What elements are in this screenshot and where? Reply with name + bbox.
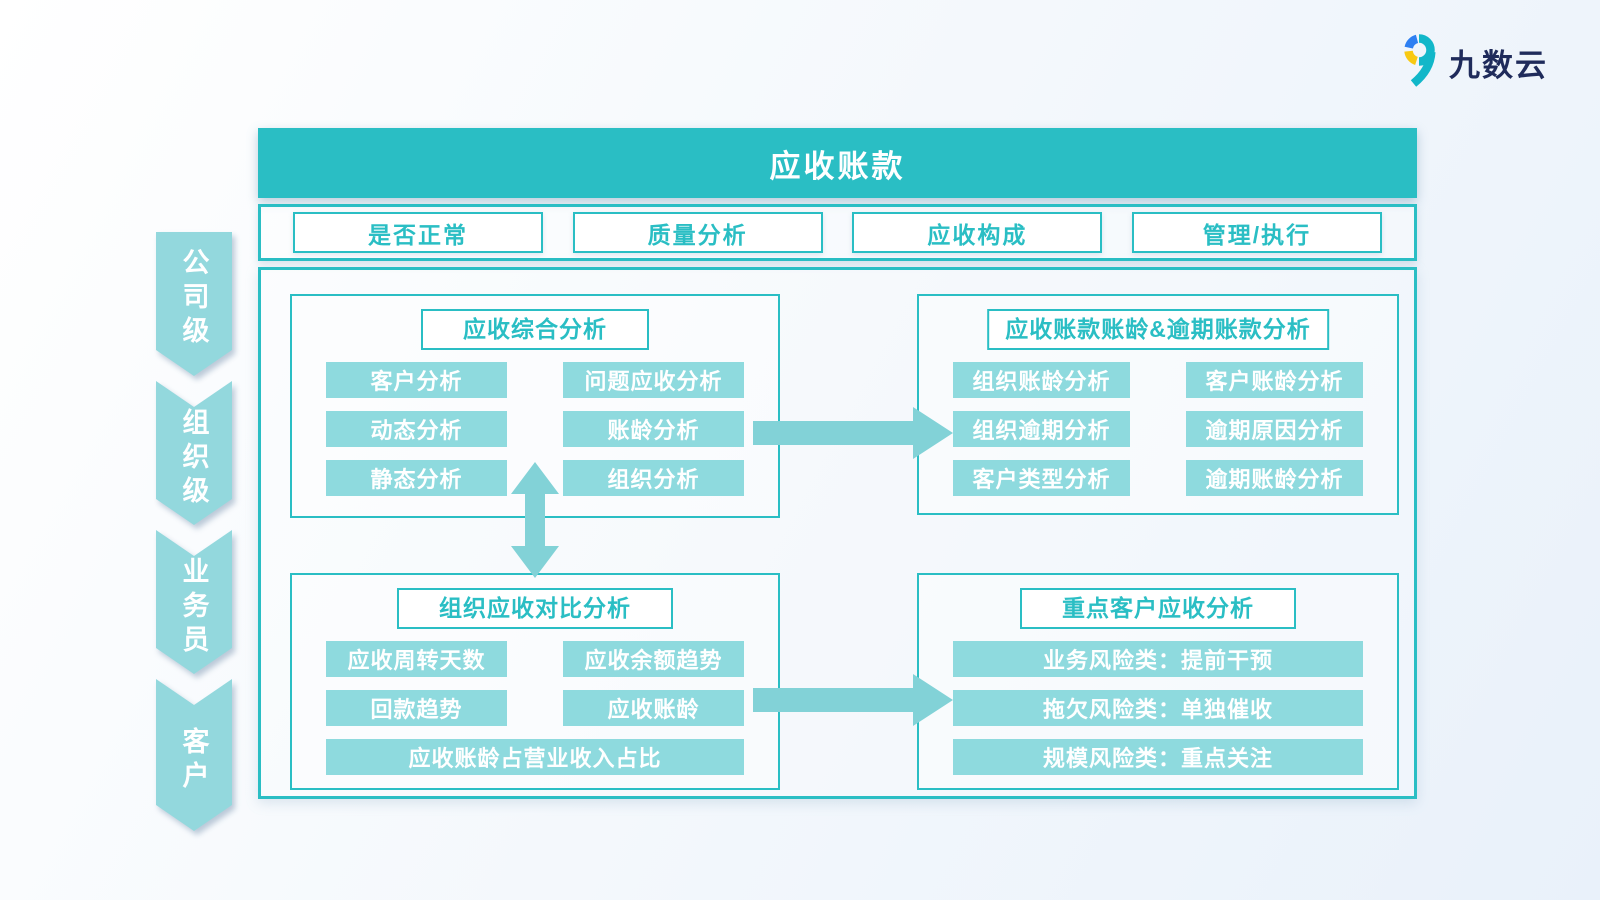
arrow-right-icon-top <box>753 405 953 461</box>
level-label: 业务员 <box>178 557 209 659</box>
panel-title: 组织应收对比分析 <box>397 588 673 629</box>
level-label: 公司级 <box>178 248 209 350</box>
pill-aging-revenue-ratio: 应收账龄占营业收入占比 <box>326 739 744 775</box>
chevron-down-shape: 公司级 <box>156 232 232 376</box>
tab-row: 是否正常 质量分析 应收构成 管理/执行 <box>258 204 1417 261</box>
panel-aging-overdue-analysis: 应收账款账龄&逾期账款分析 组织账龄分析 客户账龄分析 组织逾期分析 逾期原因分… <box>917 294 1399 515</box>
pill-balance-trend: 应收余额趋势 <box>563 641 744 677</box>
pill-receivable-aging: 应收账龄 <box>563 690 744 726</box>
pill-collection-trend: 回款趋势 <box>326 690 507 726</box>
level-chevron-salesperson: 业务员 <box>156 530 232 674</box>
panel-title: 应收综合分析 <box>421 309 649 350</box>
pill-turnover-days: 应收周转天数 <box>326 641 507 677</box>
level-label: 组织级 <box>178 408 209 510</box>
tab-normal-check[interactable]: 是否正常 <box>293 212 543 253</box>
level-rail: 公司级 组织级 业务员 客户 <box>156 232 232 831</box>
pill-problem-receivable-analysis: 问题应收分析 <box>563 362 744 398</box>
brand-name: 九数云 <box>1449 48 1548 83</box>
pill-aging-analysis: 账龄分析 <box>563 411 744 447</box>
tab-receivable-composition[interactable]: 应收构成 <box>852 212 1103 253</box>
pill-org-overdue-analysis: 组织逾期分析 <box>953 411 1130 447</box>
pill-dynamic-analysis: 动态分析 <box>326 411 507 447</box>
pill-customer-type-analysis: 客户类型分析 <box>953 460 1130 496</box>
pill-customer-analysis: 客户分析 <box>326 362 507 398</box>
level-label: 客户 <box>178 727 209 795</box>
pill-org-aging-analysis: 组织账龄分析 <box>953 362 1130 398</box>
level-chevron-organization: 组织级 <box>156 381 232 525</box>
pill-grid: 业务风险类：提前干预 拖欠风险类：单独催收 规模风险类：重点关注 <box>953 641 1363 775</box>
header-bar: 应收账款 <box>258 128 1417 198</box>
pill-overdue-aging-analysis: 逾期账龄分析 <box>1186 460 1363 496</box>
pill-grid: 客户分析 问题应收分析 动态分析 账龄分析 静态分析 组织分析 <box>326 362 744 496</box>
panel-org-comparison-analysis: 组织应收对比分析 应收周转天数 应收余额趋势 回款趋势 应收账龄 应收账龄占营业… <box>290 573 780 790</box>
pill-grid: 应收周转天数 应收余额趋势 回款趋势 应收账龄 应收账龄占营业收入占比 <box>326 641 744 775</box>
pill-delinquency-risk: 拖欠风险类：单独催收 <box>953 690 1363 726</box>
chevron-down-shape: 组织级 <box>156 381 232 525</box>
chevron-down-shape: 客户 <box>156 679 232 831</box>
panel-key-customer-analysis: 重点客户应收分析 业务风险类：提前干预 拖欠风险类：单独催收 规模风险类：重点关… <box>917 573 1399 790</box>
level-chevron-company: 公司级 <box>156 232 232 376</box>
pill-customer-aging-analysis: 客户账龄分析 <box>1186 362 1363 398</box>
tab-manage-execute[interactable]: 管理/执行 <box>1131 212 1382 253</box>
pill-organization-analysis: 组织分析 <box>563 460 744 496</box>
brand-logo: 九数云 <box>1396 32 1548 93</box>
panel-title: 重点客户应收分析 <box>1020 588 1296 629</box>
pill-grid: 组织账龄分析 客户账龄分析 组织逾期分析 逾期原因分析 客户类型分析 逾期账龄分… <box>953 362 1363 496</box>
chevron-down-shape: 业务员 <box>156 530 232 674</box>
pill-business-risk: 业务风险类：提前干预 <box>953 641 1363 677</box>
brand-logo-icon <box>1396 32 1442 93</box>
arrow-right-icon-bottom <box>753 672 953 728</box>
page-title: 应收账款 <box>769 148 906 184</box>
level-chevron-customer: 客户 <box>156 679 232 831</box>
pill-static-analysis: 静态分析 <box>326 460 507 496</box>
pill-scale-risk: 规模风险类：重点关注 <box>953 739 1363 775</box>
pill-overdue-reason-analysis: 逾期原因分析 <box>1186 411 1363 447</box>
arrow-up-down-icon <box>507 462 563 578</box>
tab-quality-analysis[interactable]: 质量分析 <box>572 212 823 253</box>
panel-title: 应收账款账龄&逾期账款分析 <box>987 309 1329 350</box>
